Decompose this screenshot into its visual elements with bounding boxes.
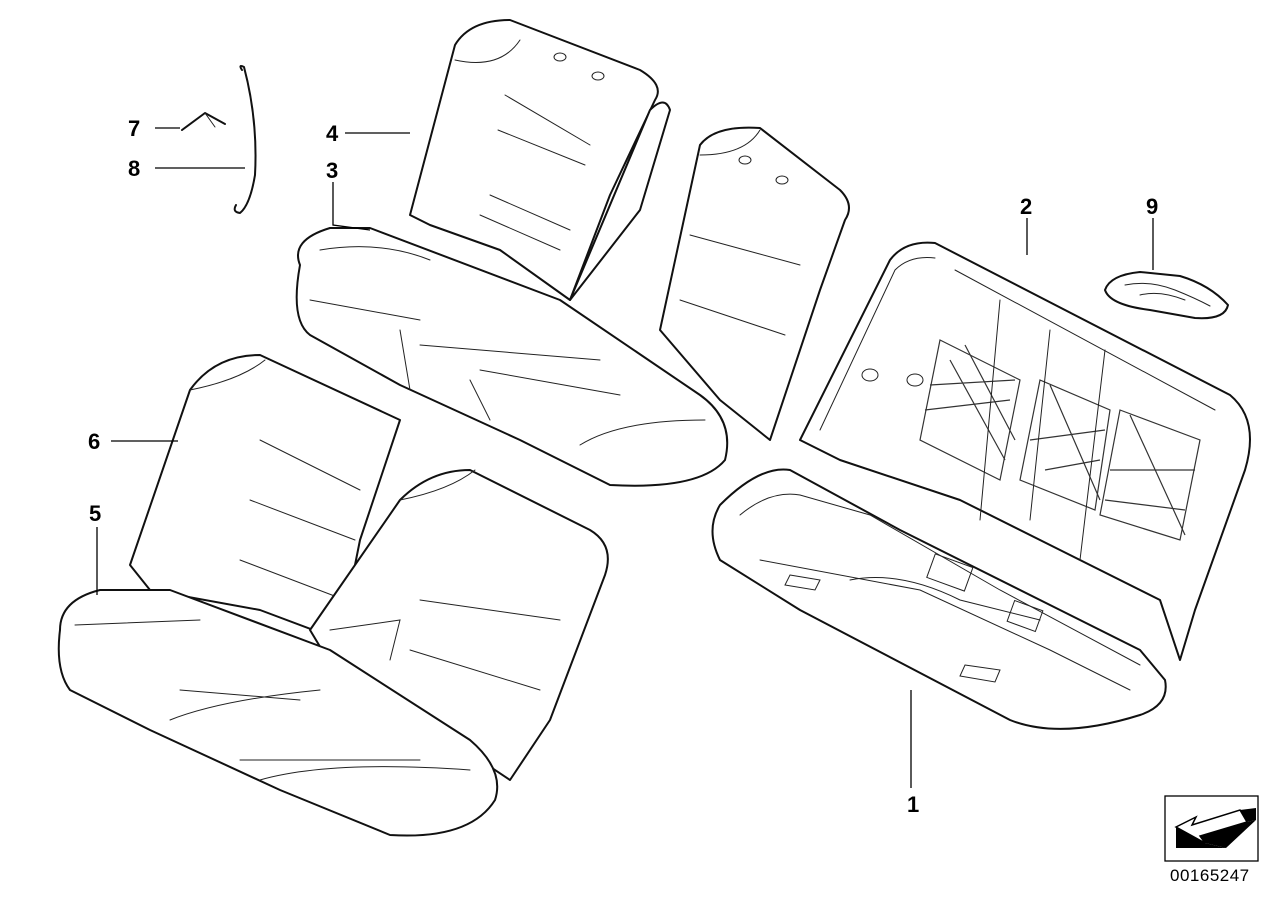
- diagram-number: 00165247: [1170, 866, 1250, 885]
- callout-4: 4: [326, 121, 339, 146]
- callout-2: 2: [1020, 194, 1032, 219]
- callout-3: 3: [326, 158, 338, 183]
- part-4-backrest-cover[interactable]: [409, 19, 850, 441]
- part-8-wire[interactable]: [233, 65, 257, 214]
- callout-7: 7: [128, 116, 140, 141]
- part-1-seat-frame[interactable]: [711, 468, 1167, 730]
- direction-arrow-icon: [1164, 795, 1259, 862]
- part-3-seat-cushion[interactable]: [295, 227, 729, 487]
- callout-1: 1: [907, 792, 919, 817]
- leader-lines: [96, 127, 1154, 788]
- part-5-seat-cushion[interactable]: [57, 589, 499, 837]
- part-6-backrest-cover[interactable]: [129, 354, 609, 781]
- callout-9: 9: [1146, 194, 1158, 219]
- callout-5: 5: [89, 501, 101, 526]
- part-2-backrest-frame[interactable]: [799, 241, 1251, 661]
- callout-8: 8: [128, 156, 140, 181]
- part-9-mat[interactable]: [1104, 271, 1229, 320]
- callout-6: 6: [88, 429, 100, 454]
- part-7-clip[interactable]: [181, 112, 226, 131]
